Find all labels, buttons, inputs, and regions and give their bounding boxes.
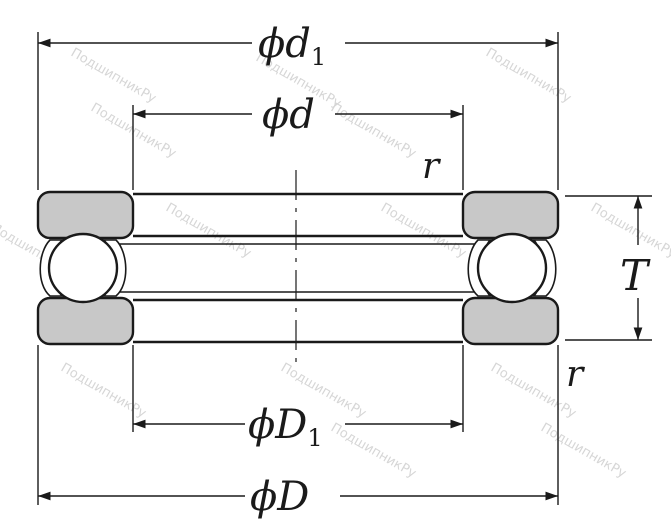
label-d: ϕd [262,92,315,138]
extension-lines [37,32,652,505]
watermark: ПодшипникРу [68,45,159,106]
label-D1: ϕD1 [248,402,323,452]
dimension-lines [38,38,643,501]
housing-washer-right [461,296,560,346]
watermark: ПодшипникРу [163,200,254,261]
ball-left [47,232,119,304]
label-d1: ϕd1 [258,21,326,71]
label-r-top: r [422,146,441,187]
label-r-bottom: r [566,354,585,395]
watermark: ПодшипникРу [58,360,149,421]
watermark: ПодшипникРу [328,100,419,161]
label-T: T [620,251,651,300]
watermark: ПодшипникРу [483,45,574,106]
watermark: ПодшипникРу [328,420,419,481]
shaft-washer-right [461,190,560,240]
ball-right [476,232,548,304]
shaft-washer-left [36,190,135,240]
watermark: ПодшипникРу [378,200,469,261]
bearing-body [36,190,560,346]
label-D: ϕD [250,474,309,520]
watermark: ПодшипникРу [538,420,629,481]
housing-washer-left [36,296,135,346]
